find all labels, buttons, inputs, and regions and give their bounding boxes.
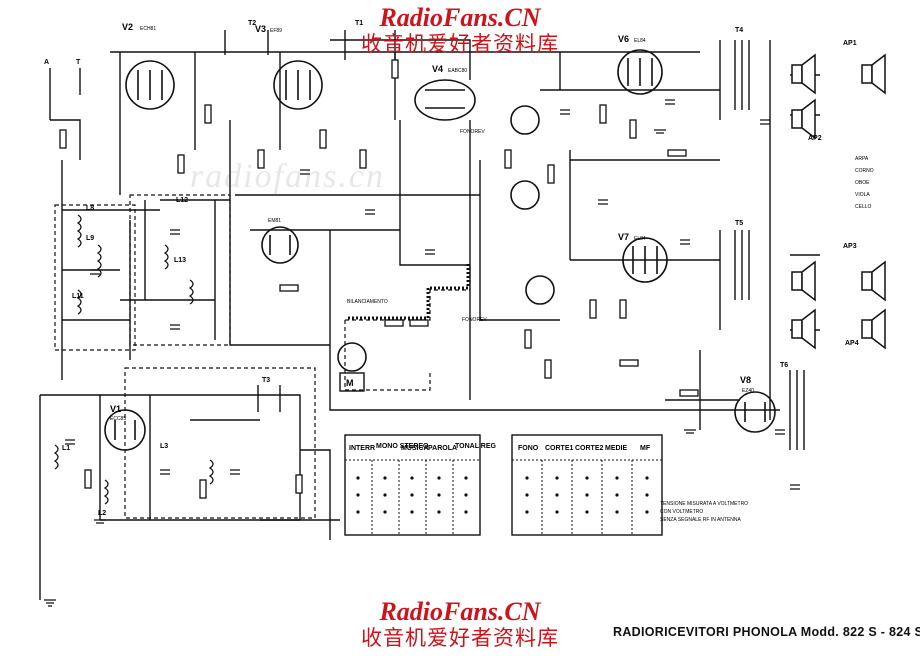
note-voltmeter-2: CON VOLTMETRO xyxy=(660,509,703,515)
switch-label-medie: MEDIE xyxy=(605,445,628,452)
motor-label: M xyxy=(346,378,354,388)
switch-label-corte1: CORTE1 xyxy=(545,445,574,452)
speaker-ap4-label: AP4 xyxy=(845,340,859,347)
tube-v7-label: V7 xyxy=(618,232,629,242)
register-corno: CORNO xyxy=(855,168,874,174)
transformers xyxy=(224,30,805,450)
tube-v7-envelope xyxy=(622,237,668,283)
tube-v3-type: EF89 xyxy=(270,28,282,34)
coil-l2-label: L2 xyxy=(98,510,106,517)
motor: M xyxy=(337,342,367,392)
balance-section-label: BILANCIAMENTO xyxy=(347,299,388,305)
pickup-label-2: FONOREV xyxy=(462,317,487,323)
register-cello: CELLO xyxy=(855,204,872,210)
speaker-ap1-label: AP1 xyxy=(843,40,857,47)
pickup-label-1: FONOREV xyxy=(460,129,485,135)
tube-v8-envelope xyxy=(734,391,776,433)
watermark-top-chinese: 收音机爱好者资料库 xyxy=(361,32,559,56)
tube-v6-label: V6 xyxy=(618,34,629,44)
watermark-bottom: RadioFans.CN 收音机爱好者资料库 xyxy=(0,597,920,651)
note-voltmeter: TENSIONE MISURATA A VOLTMETRO xyxy=(660,501,748,507)
tube-v6-type: EL84 xyxy=(634,38,646,44)
coil-l12-label: L12 xyxy=(176,197,188,204)
shield-outlines xyxy=(54,194,471,519)
tube-v1-envelope xyxy=(104,409,146,451)
speakers xyxy=(791,53,886,350)
watermark-bottom-site: RadioFans.CN xyxy=(379,597,541,626)
speaker-ap3-label: AP3 xyxy=(843,243,857,250)
register-arpa: ARPA xyxy=(855,156,869,162)
tubes xyxy=(104,49,776,451)
tube-v1-label: V1 xyxy=(110,404,121,414)
switch-label-mf: MF xyxy=(640,445,651,452)
capacitors xyxy=(65,99,800,490)
labels: V2 ECH81 V3 EF89 V4 EABC80 V6 EL84 V7 EL… xyxy=(44,20,874,523)
antenna-a-label: A xyxy=(44,59,49,66)
balance-pot-outline xyxy=(348,262,470,320)
coil-l1-label: L1 xyxy=(62,445,70,452)
ghost-watermark: radiofans.cn xyxy=(190,158,385,195)
switch-label-mono-stereo: MONO STEREO xyxy=(376,443,429,450)
transformer-t2-label: T2 xyxy=(248,20,256,27)
tube-em81-envelope xyxy=(261,226,299,264)
coil-l9-label: L9 xyxy=(86,235,94,242)
tube-v8-label: V8 xyxy=(740,375,751,385)
transformer-t5-label: T5 xyxy=(735,220,743,227)
ground-symbols xyxy=(44,129,696,607)
tube-v3-envelope xyxy=(273,60,323,110)
switch-label-musica: MUSICA xyxy=(401,445,429,452)
coil-l3-label: L3 xyxy=(160,443,168,450)
tube-v4-type: EABC80 xyxy=(448,68,467,74)
tube-v6-envelope xyxy=(617,49,663,95)
tube-v1-type: ECC85 xyxy=(110,416,126,422)
register-oboe: OBOE xyxy=(855,180,870,186)
register-viola: VIOLA xyxy=(855,192,870,198)
tube-v3-label: V3 xyxy=(255,24,266,34)
watermark-bottom-chinese: 收音机爱好者资料库 xyxy=(361,626,559,650)
switch-matrix-right: FONO CORTE1 CORTE2 MEDIE MF xyxy=(511,434,663,536)
tube-v7-type: EL84 xyxy=(634,236,646,242)
switch-label-tonal-reg: TONAL REG xyxy=(455,443,497,450)
transformer-t3-label: T3 xyxy=(262,377,270,384)
tube-v2-envelope xyxy=(125,60,175,110)
tube-v2-label: V2 xyxy=(122,22,133,32)
switch-matrix-left: INTERR MONO STEREO MUSICA PAROLA TONAL R… xyxy=(344,434,497,536)
coils xyxy=(53,214,214,505)
speaker-ap2-label: AP2 xyxy=(808,135,822,142)
switch-label-fono: FONO xyxy=(518,445,539,452)
coil-l8-label: L8 xyxy=(86,205,94,212)
switch-label-parola: PAROLA xyxy=(428,445,457,452)
tube-v4-label: V4 xyxy=(432,64,443,74)
switch-label-interr: INTERR xyxy=(349,445,375,452)
watermark-top-site: RadioFans.CN xyxy=(379,3,541,32)
coil-l13-label: L13 xyxy=(174,257,186,264)
note-no-rf: SENZA SEGNALE RF IN ANTENNA xyxy=(660,517,742,523)
transformer-t6-label: T6 xyxy=(780,362,788,369)
transformer-t1-label: T1 xyxy=(355,20,363,27)
schematic-caption: RADIORICEVITORI PHONOLA Modd. 822 S - 82… xyxy=(613,625,920,639)
switch-label-corte2: CORTE2 xyxy=(575,445,604,452)
tube-em81-type: EM81 xyxy=(268,218,281,224)
coil-l11-label: L11 xyxy=(72,293,84,300)
tube-v8-type: EZ40 xyxy=(742,388,754,394)
antenna-t-label: T xyxy=(76,59,81,66)
transformer-t4-label: T4 xyxy=(735,27,743,34)
watermark-top: RadioFans.CN 收音机爱好者资料库 xyxy=(0,3,920,57)
tube-v2-type: ECH81 xyxy=(140,26,156,32)
passive-components xyxy=(59,59,699,499)
tube-v4-envelope xyxy=(414,79,476,121)
